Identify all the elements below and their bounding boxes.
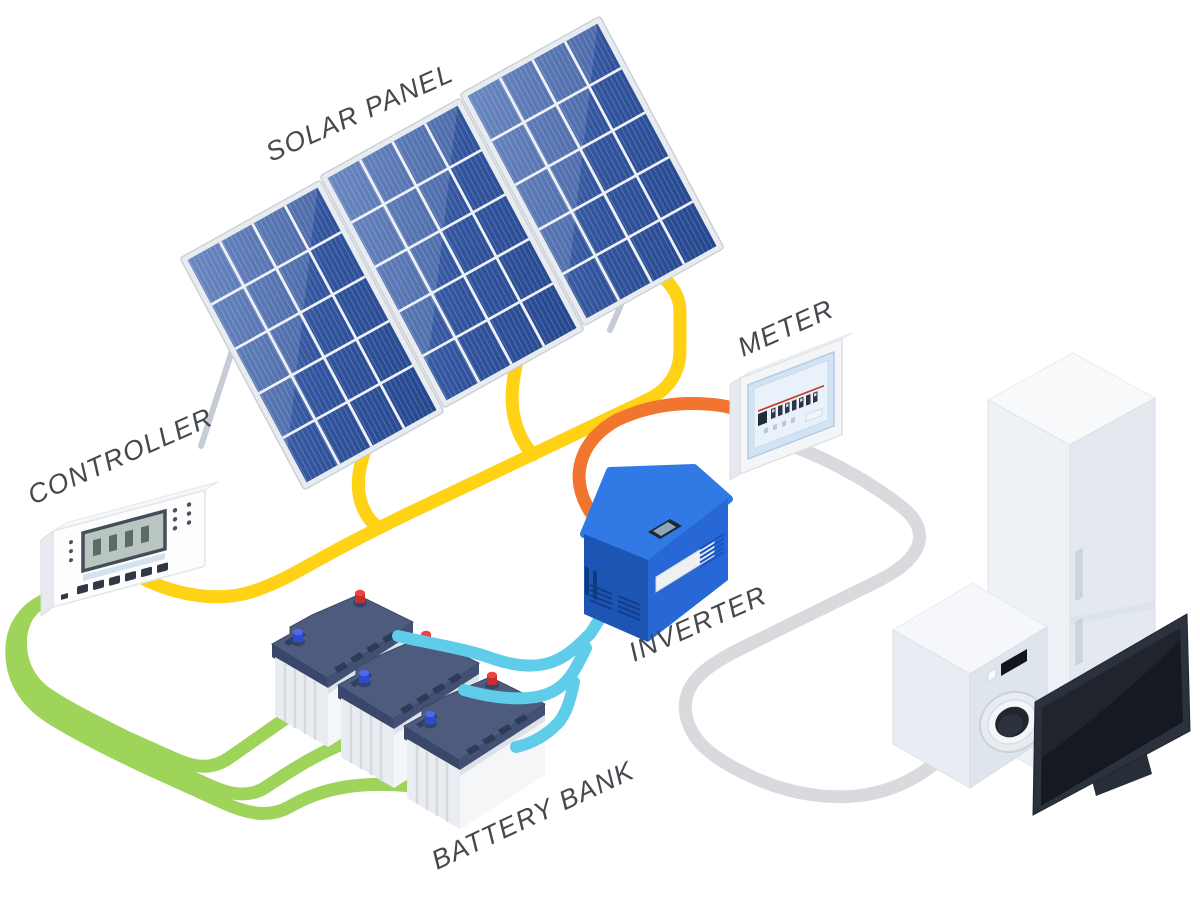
wire-green-battery-1 [13, 589, 296, 773]
wire-pv-main [135, 271, 687, 604]
inverter-side-slots [585, 566, 597, 600]
controller-lcd-digits [93, 525, 149, 557]
fridge-door-split [1070, 601, 1155, 625]
inverter-device [580, 464, 733, 642]
fridge-handle-lower [1075, 618, 1083, 666]
wire-pv-branch-middle [505, 351, 540, 462]
meter-main-breaker [758, 410, 767, 427]
inverter-display-screen [653, 522, 676, 536]
meter-inner-panel [753, 359, 829, 450]
wire-cyan-from-battery-3 [510, 676, 580, 753]
washer-display [1001, 649, 1027, 676]
meter-side-face [729, 377, 741, 481]
controller-side-face [40, 530, 54, 617]
wire-green-battery-3 [5, 589, 417, 820]
wire-meter-to-appliances [678, 439, 941, 804]
meter-device [729, 332, 853, 481]
tv-screen-gloss [1042, 628, 1180, 758]
inverter-left-face [584, 534, 648, 642]
panel-leg-left [198, 345, 236, 449]
washer-power-button [987, 667, 997, 683]
washing-machine [892, 582, 1048, 789]
controller-buttons [61, 562, 168, 600]
tv-screen [1041, 628, 1183, 806]
wire-cyan-from-battery-1 [392, 610, 608, 672]
controller-label-strip [83, 552, 165, 581]
controller-device [40, 481, 219, 617]
controller-lcd-screen [81, 508, 167, 574]
meter-din-rail [758, 384, 824, 412]
fridge-handle-upper [1075, 548, 1083, 601]
wire-inverter-to-meter [572, 397, 749, 533]
inverter-label-strip [655, 540, 715, 593]
wire-controller-to-battery [5, 589, 417, 820]
controller-indicator-leds [69, 502, 192, 563]
wire-battery-to-inverter [392, 610, 608, 753]
inverter-vent-right [699, 533, 725, 568]
wire-cyan-from-battery-2 [458, 642, 592, 705]
meter-terminal-marks [764, 416, 795, 434]
tv [1032, 613, 1191, 816]
meter-label-plate [805, 407, 823, 423]
meter-breaker-tips [772, 392, 817, 413]
wire-pv-branch-left [351, 441, 386, 535]
